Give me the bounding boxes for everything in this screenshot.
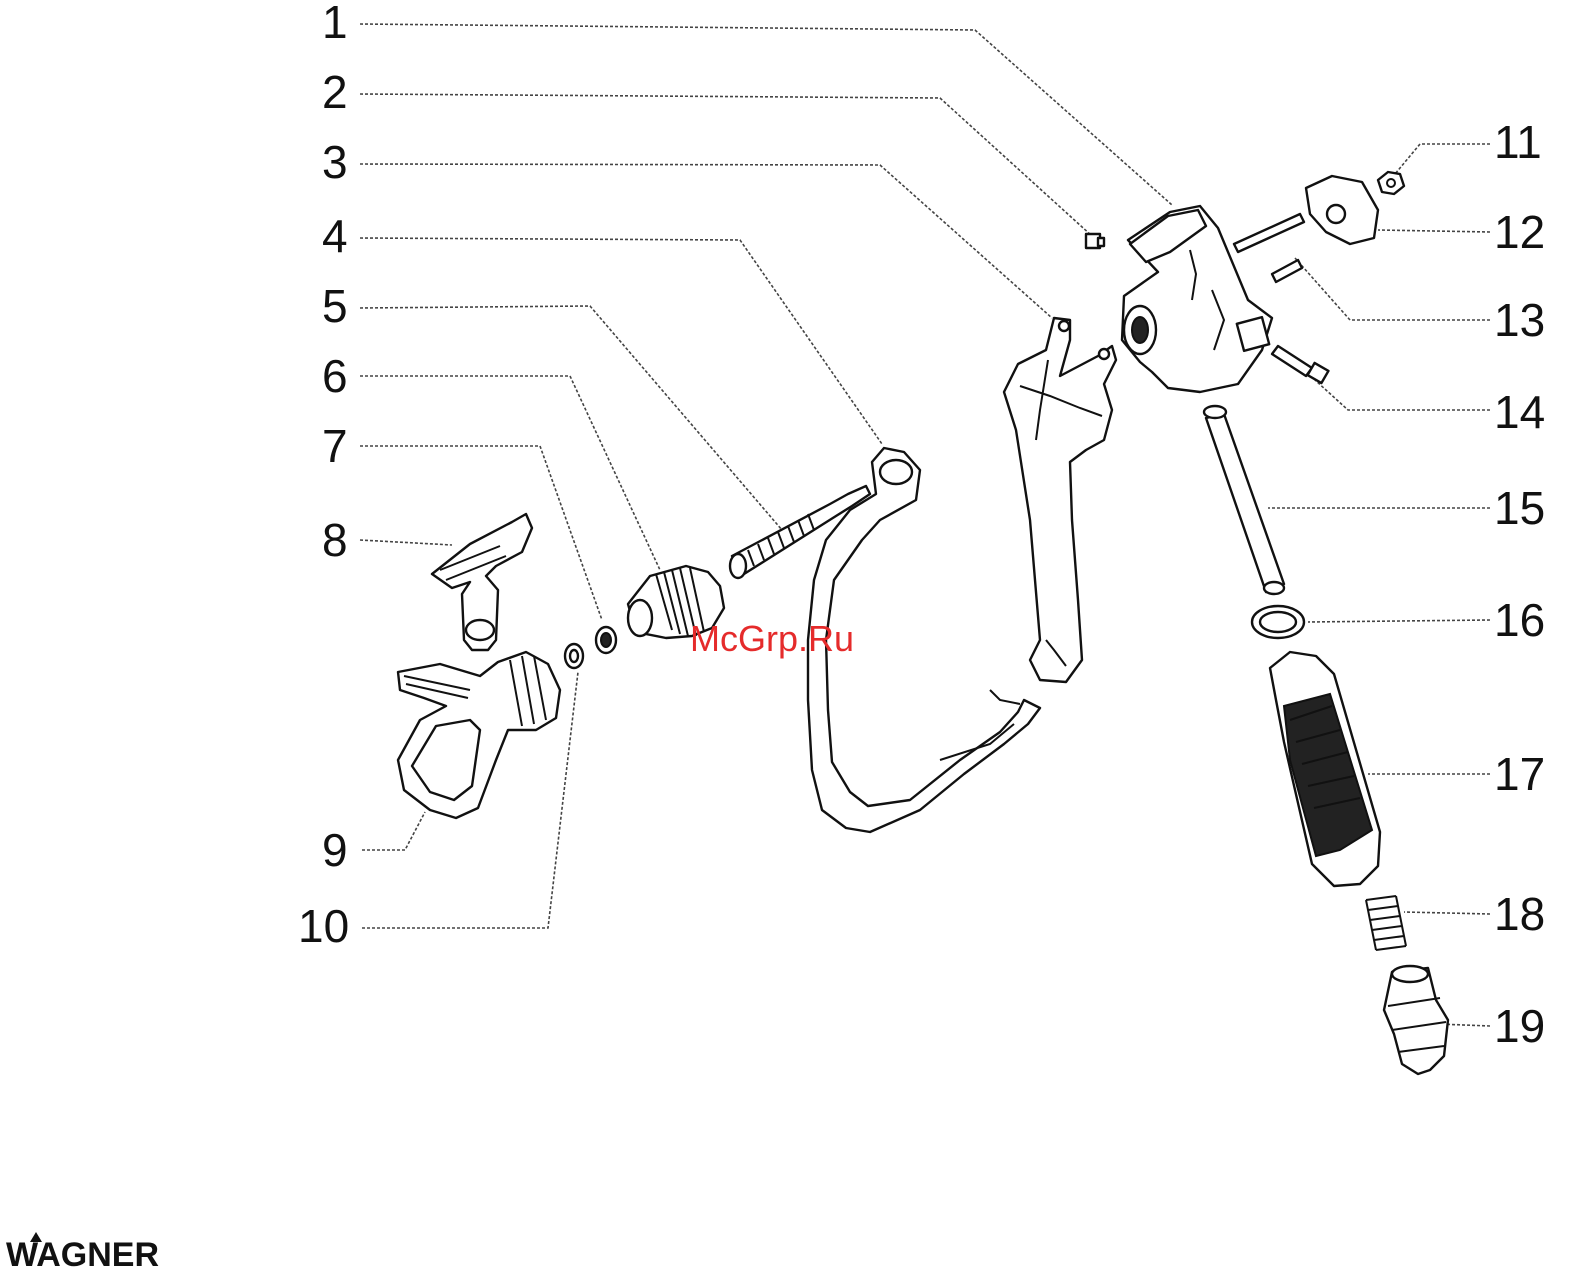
callout-17: 17	[1494, 748, 1545, 800]
part-screw	[1272, 346, 1328, 383]
callout-11: 11	[1494, 116, 1542, 168]
callout-1: 1	[322, 0, 348, 48]
callout-3: 3	[322, 136, 348, 188]
callout-4: 4	[322, 210, 348, 262]
part-stud	[1086, 234, 1104, 248]
part-fitting	[1384, 966, 1448, 1074]
callout-6: 6	[322, 350, 348, 402]
leader-14	[1315, 380, 1490, 410]
callout-13: 13	[1494, 294, 1545, 346]
part-ring	[1252, 606, 1304, 638]
leader-16	[1308, 620, 1490, 622]
leader-5	[360, 306, 782, 530]
part-trigger	[1004, 318, 1116, 682]
callout-7: 7	[322, 420, 348, 472]
part-nut	[1378, 172, 1404, 194]
callout-2: 2	[322, 66, 348, 118]
leader-13	[1295, 258, 1490, 320]
leader-1	[360, 24, 1172, 205]
part-cap	[1306, 176, 1378, 244]
callout-15: 15	[1494, 482, 1545, 534]
brand-logo: WAGNER	[6, 1236, 159, 1275]
callout-10: 10	[298, 900, 349, 952]
part-spring	[1366, 896, 1406, 950]
leader-11	[1395, 144, 1490, 174]
part-tip-guard	[398, 652, 560, 818]
part-gasket	[565, 644, 583, 668]
leader-8	[360, 540, 452, 545]
leader-12	[1378, 230, 1490, 232]
part-tube	[1204, 406, 1284, 594]
callout-9: 9	[322, 824, 348, 876]
leader-9	[362, 812, 425, 850]
callout-14: 14	[1494, 386, 1545, 438]
watermark-text: McGrp.Ru	[690, 618, 854, 660]
callout-8: 8	[322, 514, 348, 566]
callout-12: 12	[1494, 206, 1545, 258]
callout-18: 18	[1494, 888, 1545, 940]
leader-18	[1404, 912, 1490, 914]
part-seal	[596, 627, 616, 653]
callout-16: 16	[1494, 594, 1545, 646]
part-spray-tip	[432, 514, 532, 650]
part-gun-body	[1122, 206, 1272, 392]
leader-3	[360, 164, 1052, 318]
callout-5: 5	[322, 280, 348, 332]
part-pins	[1234, 214, 1304, 282]
part-handle	[1270, 652, 1380, 886]
callout-19: 19	[1494, 1000, 1545, 1052]
